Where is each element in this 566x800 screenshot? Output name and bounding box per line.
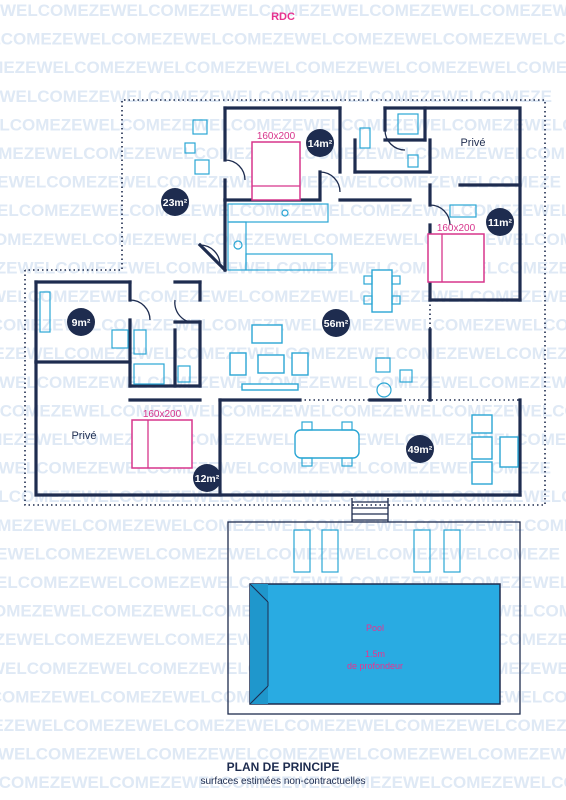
watermark-line: WELCOMEZEWELCOMEZEWELCOMEZEWELCOMEZEWELC…	[0, 459, 551, 478]
watermark-line: WELCOMEZEWELCOMEZEWELCOMEZEWELCOMEZEWELC…	[0, 716, 566, 735]
area-badge-laundry: 9m²	[67, 308, 95, 336]
watermark-line: WELCOMEZEWELCOMEZEWELCOMEZEWELCOMEZEWELC…	[0, 58, 566, 77]
pool-deck	[227, 521, 521, 715]
bed-bottom	[131, 419, 193, 469]
pool-stairs	[351, 498, 389, 522]
private-label-top: Privé	[460, 137, 485, 149]
walls	[34, 106, 522, 497]
watermark-line: WELCOMEZEWELCOMEZEWELCOMEZEWELCOMEZEWELC…	[0, 287, 566, 306]
watermark-line: WELCOMEZEWELCOMEZEWELCOMEZEWELCOMEZEWELC…	[0, 544, 560, 563]
area-badge-living-left: 23m²	[161, 188, 189, 216]
openings	[129, 129, 520, 401]
plan-title: PLAN DE PRINCIPE	[227, 760, 340, 774]
watermark-line: WELCOMEZEWELCOMEZEWELCOMEZEWELCOMEZEWELC…	[0, 773, 566, 792]
svg-text:56m²: 56m²	[324, 318, 349, 330]
watermark-line: WELCOMEZEWELCOMEZEWELCOMEZEWELCOMEZEWELC…	[0, 745, 566, 764]
watermark-line: WELCOMEZEWELCOMEZEWELCOMEZEWELCOMEZEWELC…	[0, 516, 566, 535]
watermark-line: WELCOMEZEWELCOMEZEWELCOMEZEWELCOMEZEWELC…	[0, 487, 566, 506]
bed-right-label: 160x200	[437, 223, 476, 234]
svg-text:23m²: 23m²	[163, 197, 188, 209]
bed-top	[251, 141, 301, 201]
bed-top-label: 160x200	[257, 131, 296, 142]
watermark-line: WELCOMEZEWELCOMEZEWELCOMEZEWELCOMEZEWELC…	[0, 344, 566, 363]
watermark-line: WELCOMEZEWELCOMEZEWELCOMEZEWELCOMEZEWELC…	[0, 258, 566, 277]
watermark-line: WELCOMEZEWELCOMEZEWELCOMEZEWELCOMEZEWELC…	[0, 30, 566, 49]
area-badge-bedroom-right: 11m²	[486, 208, 514, 236]
pool-depth: 1.5m	[365, 649, 385, 659]
svg-text:12m²: 12m²	[195, 473, 220, 485]
property-outline	[24, 99, 546, 506]
level-title: RDC	[271, 11, 295, 23]
watermark-line: WELCOMEZEWELCOMEZEWELCOMEZEWELCOMEZEWELC…	[0, 1, 566, 20]
private-label-bottom: Privé	[71, 430, 96, 442]
bed-right	[427, 233, 485, 283]
furniture	[39, 113, 519, 573]
pool: Pool 1.5m de profondeur	[249, 583, 501, 705]
area-badge-bedroom-bottom: 12m²	[193, 464, 221, 492]
area-badge-main-living: 56m²	[322, 309, 350, 337]
area-badge-bedroom-top: 14m²	[306, 129, 334, 157]
pool-depth-note: de profondeur	[347, 661, 403, 671]
svg-text:49m²: 49m²	[408, 444, 433, 456]
bed-bottom-label: 160x200	[143, 409, 182, 420]
watermark-line: WELCOMEZEWELCOMEZEWELCOMEZEWELCOMEZEWELC…	[0, 401, 566, 420]
area-badge-terrace: 49m²	[406, 435, 434, 463]
watermark-line: WELCOMEZEWELCOMEZEWELCOMEZEWELCOMEZEWELC…	[0, 230, 566, 249]
plan-subtitle: surfaces estimées non-contractuelles	[200, 776, 365, 787]
pool-label: Pool	[366, 623, 384, 633]
svg-text:11m²: 11m²	[488, 217, 512, 229]
svg-text:9m²: 9m²	[72, 317, 91, 329]
watermark-line: WELCOMEZEWELCOMEZEWELCOMEZEWELCOMEZEWELC…	[0, 87, 552, 106]
svg-text:14m²: 14m²	[308, 138, 333, 150]
